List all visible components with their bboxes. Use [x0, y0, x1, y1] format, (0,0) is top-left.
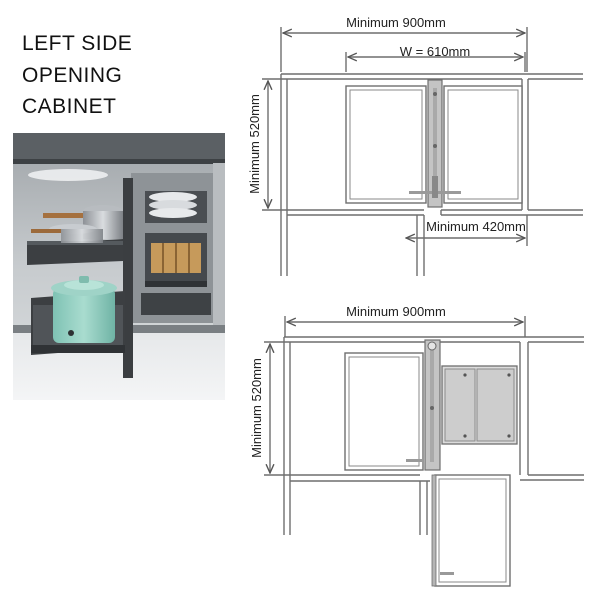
top-center-rail — [409, 79, 461, 208]
product-photo — [13, 133, 225, 400]
top-right-basket — [443, 85, 523, 204]
bottom-center-rail — [406, 339, 441, 471]
min-420-label: Minimum 420mm — [426, 219, 526, 234]
top-depth-label: Minimum 520mm — [247, 94, 262, 194]
bottom-cabinet-outline — [283, 336, 584, 535]
w-label: W = 610mm — [400, 44, 470, 59]
bottom-diagram — [264, 316, 584, 535]
title-line-2: OPENING — [22, 63, 123, 87]
bottom-left-basket — [344, 352, 424, 471]
bottom-side-panel — [441, 365, 518, 445]
top-left-basket — [345, 85, 427, 204]
title-line-3: CABINET — [22, 95, 117, 118]
cabinet-title: LEFT SIDE OPENING CABINET — [22, 28, 132, 123]
bottom-width-label: Minimum 900mm — [346, 304, 446, 319]
bottom-pulled-basket — [431, 474, 511, 587]
top-width-label: Minimum 900mm — [346, 15, 446, 30]
title-line-1: LEFT SIDE — [22, 32, 133, 55]
bottom-depth-label: Minimum 520mm — [249, 358, 264, 458]
